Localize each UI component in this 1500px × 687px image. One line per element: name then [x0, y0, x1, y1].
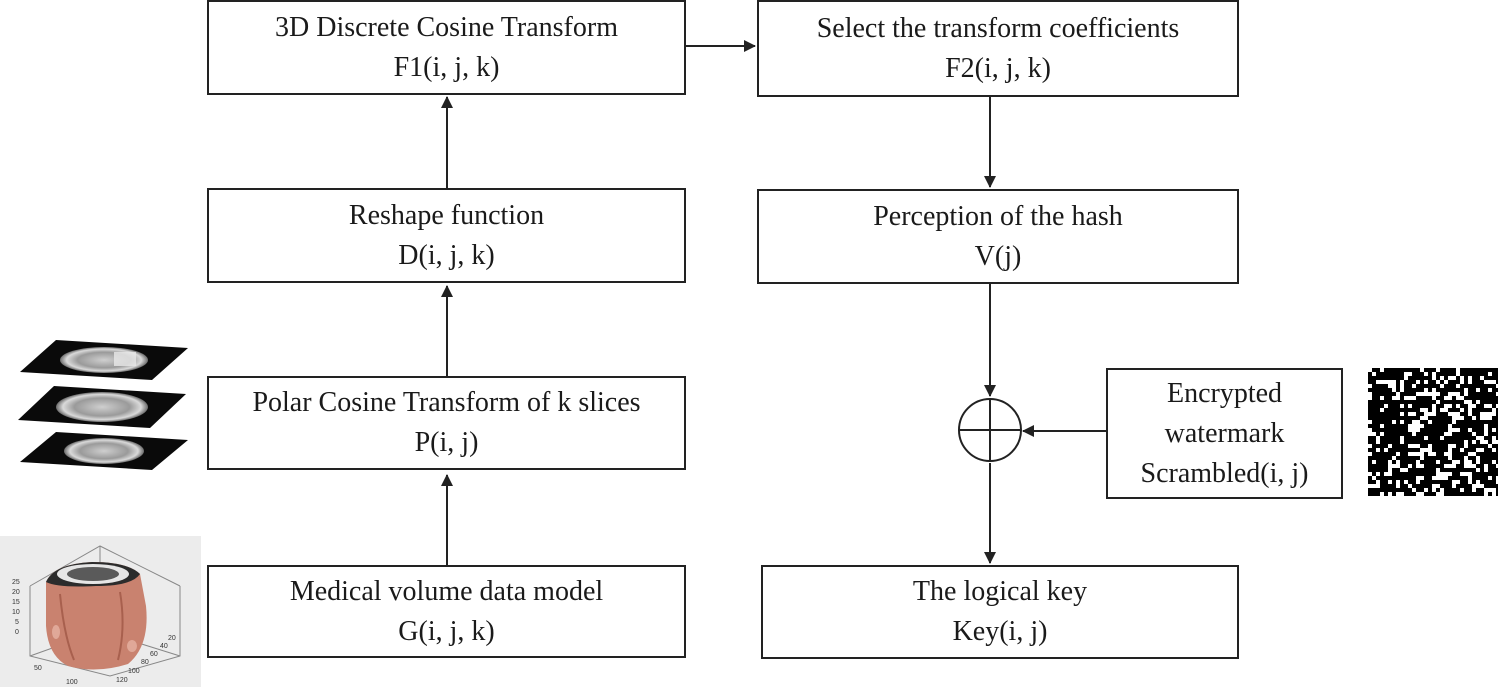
hash-title: Perception of the hash [873, 200, 1123, 232]
svg-text:40: 40 [160, 643, 168, 650]
watermark-line1: Encrypted [1166, 377, 1283, 409]
svg-text:0: 0 [15, 629, 19, 636]
watermark-line2: watermark [1164, 417, 1285, 449]
logical-key-box: The logical key Key(i, j) [761, 565, 1239, 659]
volume-y-ticks: 20 40 60 80 100 120 [116, 635, 176, 684]
key-title: The logical key [912, 576, 1088, 607]
volume-surface [46, 562, 147, 670]
reshape-formula: D(i, j, k) [398, 239, 495, 271]
dct-title: 3D Discrete Cosine Transform [275, 11, 618, 43]
volume-z-ticks: 25 20 15 10 5 0 [12, 579, 20, 636]
dct-formula: F1(i, j, k) [393, 51, 500, 83]
polar-box: Polar Cosine Transform of k slices P(i, … [207, 376, 686, 470]
svg-text:15: 15 [12, 599, 20, 606]
polar-title: Polar Cosine Transform of k slices [252, 387, 641, 418]
reshape-title: Reshape function [348, 199, 545, 231]
watermark-box: Encrypted watermark Scrambled(i, j) [1106, 368, 1343, 499]
svg-text:20: 20 [168, 635, 176, 642]
svg-text:50: 50 [34, 665, 42, 672]
reshape-box: Reshape function D(i, j, k) [207, 188, 686, 283]
svg-text:100: 100 [128, 668, 140, 675]
key-formula: Key(i, j) [952, 616, 1048, 647]
mri-slice-stack-image [18, 340, 188, 470]
watermark-formula: Scrambled(i, j) [1140, 457, 1309, 489]
select-coefficients-box: Select the transform coefficients F2(i, … [757, 0, 1239, 97]
hash-formula: V(j) [974, 240, 1022, 272]
medical-volume-3d-plot: 25 20 15 10 5 0 20 40 60 80 100 120 50 1… [0, 536, 201, 687]
medical-formula: G(i, j, k) [398, 615, 495, 647]
svg-text:25: 25 [12, 579, 20, 586]
select-formula: F2(i, j, k) [945, 52, 1051, 84]
svg-text:20: 20 [12, 589, 20, 596]
svg-text:5: 5 [15, 619, 19, 626]
scrambled-watermark-image [1368, 368, 1498, 496]
svg-text:100: 100 [66, 679, 78, 686]
xor-operator-icon [958, 398, 1022, 462]
mri-slice-bottom [20, 432, 188, 470]
svg-text:120: 120 [116, 677, 128, 684]
hash-box: Perception of the hash V(j) [757, 189, 1239, 284]
polar-formula: P(i, j) [414, 427, 479, 458]
svg-text:80: 80 [141, 659, 149, 666]
mri-slice-top [20, 340, 188, 380]
volume-x-ticks: 50 100 [34, 665, 78, 686]
svg-text:60: 60 [150, 651, 158, 658]
medical-title: Medical volume data model [289, 575, 604, 607]
svg-text:10: 10 [12, 609, 20, 616]
medical-volume-box: Medical volume data model G(i, j, k) [207, 565, 686, 658]
select-title: Select the transform coefficients [816, 12, 1180, 44]
dct-box: 3D Discrete Cosine Transform F1(i, j, k) [207, 0, 686, 95]
mri-slice-middle [18, 386, 186, 428]
